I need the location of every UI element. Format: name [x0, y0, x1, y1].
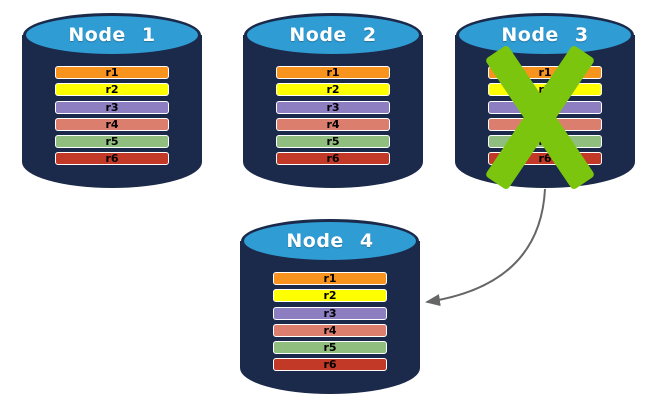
replica-row-r5: r5 — [276, 135, 390, 149]
replica-row-r5: r5 — [55, 135, 169, 149]
row-list: r1 r2 r3 r4 r5 r6 — [55, 66, 169, 166]
cylinder-top: Node 1 — [23, 13, 201, 57]
row-list: r1 r2 r3 r4 r5 r6 — [276, 66, 390, 166]
cylinder-top: Node 2 — [244, 13, 422, 57]
replica-row-r5: r5 — [273, 341, 387, 355]
cylinder-top: Node 4 — [241, 219, 419, 263]
node-title: Node 4 — [286, 230, 374, 252]
db-node: Node 2 r1 r2 r3 r4 r5 r6 — [243, 12, 423, 188]
failed-x-icon — [455, 12, 635, 191]
replica-row-r2: r2 — [55, 83, 169, 97]
replica-row-r1: r1 — [276, 66, 390, 79]
replica-row-r6: r6 — [55, 152, 169, 166]
node-title: Node 2 — [289, 24, 377, 46]
replica-row-r1: r1 — [55, 66, 169, 79]
replica-row-r4: r4 — [55, 117, 169, 131]
cylinder-top: Node 3 — [456, 13, 634, 57]
db-node: Node 4 r1 r2 r3 r4 r5 r6 — [240, 218, 420, 394]
db-node: Node 1 r1 r2 r3 r4 r5 r6 — [22, 12, 202, 188]
replica-row-r2: r2 — [273, 289, 387, 303]
replica-row-r3: r3 — [273, 306, 387, 320]
node-title: Node 1 — [68, 24, 156, 46]
row-list: r1 r2 r3 r4 r5 r6 — [273, 272, 387, 372]
replica-row-r6: r6 — [273, 358, 387, 372]
node-title: Node 3 — [501, 24, 589, 46]
replica-row-r1: r1 — [273, 272, 387, 285]
replica-row-r3: r3 — [55, 100, 169, 114]
replica-row-r2: r2 — [276, 83, 390, 97]
replica-row-r6: r6 — [276, 152, 390, 166]
replica-row-r3: r3 — [276, 100, 390, 114]
failover-arrow-path — [425, 188, 546, 306]
replica-row-r4: r4 — [276, 117, 390, 131]
replica-row-r4: r4 — [273, 323, 387, 337]
